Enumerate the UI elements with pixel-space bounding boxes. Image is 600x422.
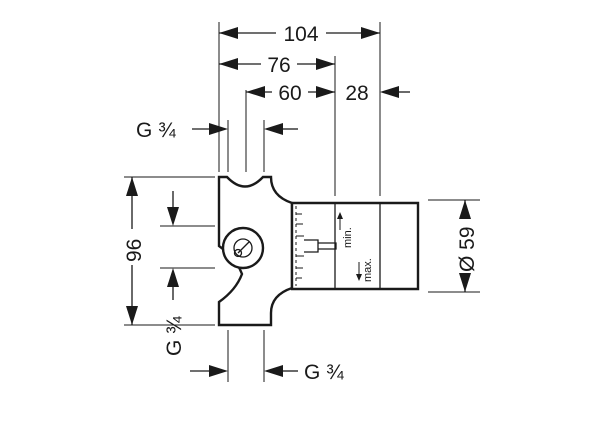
- svg-text:min.: min.: [342, 227, 354, 248]
- thread-left: G ¾: [163, 191, 186, 356]
- dim-60: 60: [246, 81, 335, 105]
- left-extension-lines: [124, 176, 215, 326]
- svg-text:G ¾: G ¾: [304, 361, 344, 384]
- dim-diameter: Ø 59: [428, 199, 480, 293]
- thread-bottom: G ¾: [190, 361, 344, 384]
- svg-text:G ¾: G ¾: [136, 119, 176, 142]
- svg-text:G ¾: G ¾: [163, 316, 186, 356]
- thread-top: G ¾: [136, 119, 298, 142]
- svg-text:76: 76: [267, 54, 290, 77]
- svg-text:104: 104: [283, 23, 318, 46]
- valve-body: [217, 175, 420, 327]
- section-hatch: [380, 202, 418, 290]
- dim-96: 96: [120, 177, 146, 325]
- svg-text:60: 60: [278, 82, 301, 105]
- min-annotation: min.: [337, 212, 354, 248]
- spindle: [304, 239, 337, 253]
- dim-104: 104: [219, 22, 380, 46]
- svg-text:max.: max.: [362, 258, 374, 282]
- dim-76: 76: [219, 53, 335, 77]
- max-annotation: max.: [356, 258, 374, 282]
- side-port: [221, 226, 265, 270]
- svg-text:Ø 59: Ø 59: [456, 226, 479, 272]
- bottom-extension-lines: [227, 330, 265, 382]
- svg-text:96: 96: [123, 239, 146, 262]
- top-extension-lines: [218, 22, 381, 196]
- cartridge-ticks: [296, 213, 304, 279]
- svg-text:28: 28: [345, 82, 368, 105]
- dim-28: 28: [345, 82, 410, 105]
- cartridge-block: [290, 201, 420, 291]
